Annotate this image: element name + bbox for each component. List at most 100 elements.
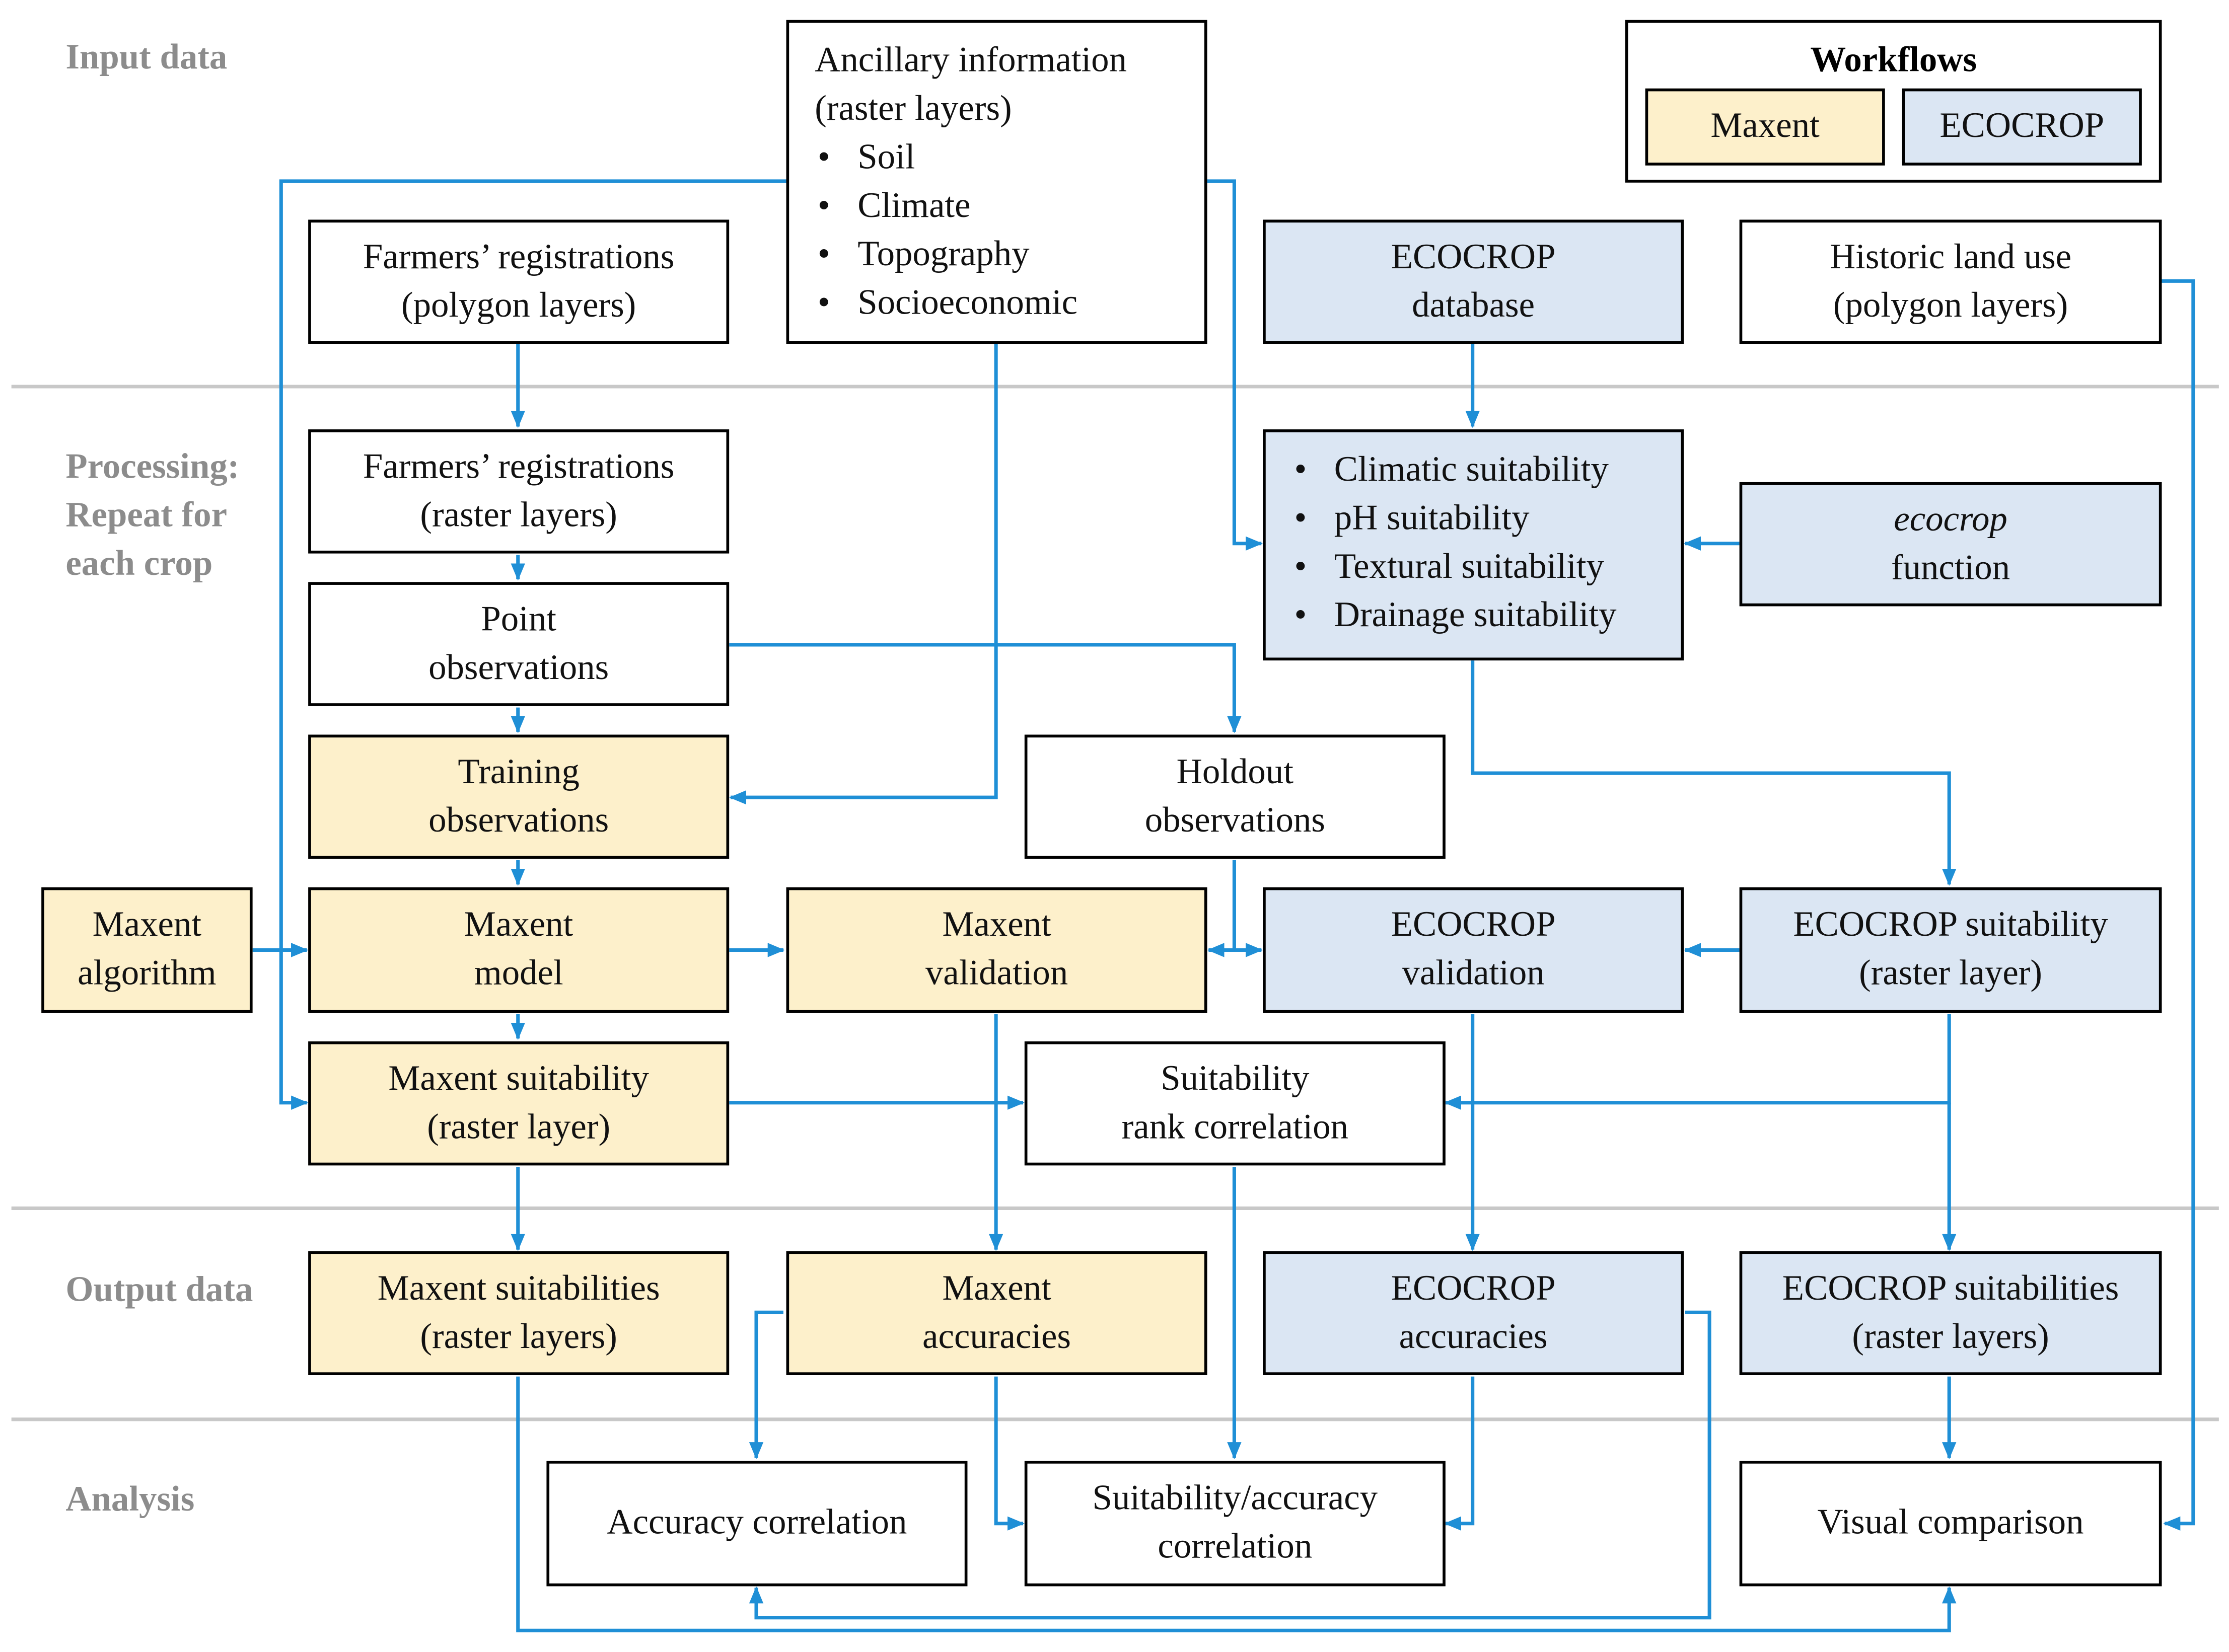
ancillary-item-socioeconomic: Socioeconomic: [815, 279, 1077, 328]
node-maxent-accuracies: Maxent accuracies: [786, 1251, 1207, 1375]
arrow-maxent-acc-to-suit-acc-corr: [994, 1376, 1025, 1531]
section-label-processing-line2: Repeat for: [65, 496, 228, 535]
node-ecocrop-suitabilities-output: ECOCROP suitabilities (raster layers): [1739, 1251, 2162, 1375]
node-maxent-suitability-raster: Maxent suitability (raster layer): [308, 1041, 730, 1166]
node-ecocrop-suitability-raster: ECOCROP suitability (raster layer): [1739, 887, 2162, 1013]
node-point-observations: Point observations: [308, 582, 730, 706]
arrow-holdout-to-maxent-validation: [1207, 860, 1236, 957]
node-line: ECOCROP suitabilities: [1782, 1268, 2119, 1308]
node-accuracy-correlation: Accuracy correlation: [546, 1461, 968, 1587]
suitability-item-drainage: Drainage suitability: [1291, 592, 1616, 640]
node-line: Training: [458, 752, 580, 791]
node-line: ECOCROP: [1391, 906, 1556, 945]
node-farmers-registrations-raster: Farmers’ registrations (raster layers): [308, 429, 730, 554]
node-line: ECOCROP suitability: [1793, 906, 2108, 945]
node-historic-land-use: Historic land use (polygon layers): [1739, 219, 2162, 344]
legend-title: Workflows: [1810, 41, 1977, 80]
arrow-maxent-acc-to-accuracy-corr: [749, 1310, 783, 1460]
node-visual-comparison: Visual comparison: [1739, 1461, 2162, 1587]
node-line: Historic land use: [1829, 237, 2072, 276]
node-ecocrop-accuracies: ECOCROP accuracies: [1263, 1251, 1684, 1375]
node-line: Farmers’ registrations: [363, 237, 675, 276]
node-line: Maxent: [942, 1268, 1051, 1308]
node-maxent-algorithm: Maxent algorithm: [41, 887, 253, 1013]
arrow-point-to-holdout: [729, 643, 1242, 733]
node-line: (raster layer): [427, 1107, 611, 1147]
section-label-processing-line1: Processing:: [65, 447, 240, 487]
node-farmers-registrations-polygon: Farmers’ registrations (polygon layers): [308, 219, 730, 344]
node-line: Maxent suitability: [388, 1059, 649, 1098]
ancillary-heading-line1: Ancillary information: [815, 41, 1127, 80]
node-line: Suitability: [1161, 1059, 1310, 1098]
node-line: (polygon layers): [1833, 286, 2068, 325]
node-line: accuracies: [1399, 1317, 1548, 1356]
legend-ecocrop-chip: ECOCROP: [1902, 88, 2142, 166]
arrow-list-to-ecocrop-suitability: [1471, 660, 1957, 886]
node-line: database: [1412, 286, 1535, 325]
node-ecocrop-validation: ECOCROP validation: [1263, 887, 1684, 1013]
node-line: (raster layer): [1859, 954, 2042, 993]
arrow-maxent-suits-to-visual: [516, 1376, 1957, 1632]
node-ecocrop-function: ecocrop function: [1739, 482, 2162, 607]
section-label-processing: Processing: Repeat for each crop: [65, 443, 239, 589]
node-ecocrop-database: ECOCROP database: [1263, 219, 1684, 344]
node-line: function: [1891, 548, 2010, 587]
arrow-ecocrop-acc-to-suit-acc-corr: [1444, 1376, 1475, 1531]
node-line: Farmers’ registrations: [363, 447, 675, 486]
node-line: Maxent: [464, 906, 573, 945]
node-line: validation: [925, 954, 1068, 993]
ancillary-list: Soil Climate Topography Socioeconomic: [815, 134, 1077, 328]
node-maxent-suitabilities-output: Maxent suitabilities (raster layers): [308, 1251, 730, 1375]
node-line: (raster layers): [420, 495, 617, 535]
node-line: observations: [428, 801, 609, 840]
node-suitability-list: Climatic suitability pH suitability Text…: [1263, 429, 1684, 661]
suitability-list: Climatic suitability pH suitability Text…: [1291, 446, 1617, 640]
node-line: correlation: [1158, 1528, 1313, 1566]
node-line: Accuracy correlation: [607, 1504, 907, 1542]
suitability-item-textural: Textural suitability: [1291, 544, 1617, 592]
suitability-item-climatic: Climatic suitability: [1291, 446, 1617, 495]
section-label-input: Input data: [65, 38, 228, 78]
node-line: model: [474, 954, 563, 993]
node-suitability-rank-correlation: Suitability rank correlation: [1024, 1041, 1446, 1166]
workflows-legend: Workflows Maxent ECOCROP: [1625, 20, 2162, 183]
node-line: (polygon layers): [401, 286, 636, 325]
ancillary-item-topography: Topography: [815, 231, 1077, 279]
legend-maxent-chip: Maxent: [1645, 88, 1885, 166]
arrow-ancillary-to-suitability-list: [1207, 179, 1263, 551]
node-suitability-accuracy-correlation: Suitability/accuracy correlation: [1024, 1461, 1446, 1587]
node-training-observations: Training observations: [308, 734, 730, 859]
node-line: observations: [428, 648, 609, 687]
node-line: Visual comparison: [1817, 1504, 2084, 1542]
arrow-ecocrop-suitability-to-rank-corr: [1444, 1014, 1951, 1110]
section-dividers: [11, 385, 2219, 1421]
ancillary-item-climate: Climate: [815, 183, 1077, 231]
node-line: ecocrop: [1894, 500, 2007, 539]
node-line: validation: [1402, 954, 1545, 993]
node-line: algorithm: [78, 954, 217, 993]
arrow-ancillary-to-maxent-suitability: [279, 950, 309, 1110]
section-label-output: Output data: [65, 1271, 253, 1310]
node-maxent-model: Maxent model: [308, 887, 730, 1013]
ancillary-heading-line2: (raster layers): [815, 90, 1012, 129]
node-line: Suitability/accuracy: [1092, 1479, 1378, 1518]
node-ancillary-information: Ancillary information (raster layers) So…: [786, 20, 1207, 344]
node-line: Holdout: [1176, 752, 1293, 791]
section-label-processing-line3: each crop: [65, 545, 213, 584]
node-line: (raster layers): [420, 1317, 617, 1356]
arrow-ecocrop-acc-to-accuracy-corr: [749, 1310, 1711, 1620]
node-line: Maxent: [942, 906, 1051, 945]
arrows: [252, 179, 2195, 1632]
node-line: ECOCROP: [1391, 237, 1556, 276]
ancillary-item-soil: Soil: [815, 134, 1077, 182]
section-label-analysis: Analysis: [65, 1480, 195, 1520]
node-line: rank correlation: [1121, 1107, 1349, 1147]
node-line: Maxent suitabilities: [377, 1268, 660, 1308]
node-line: ECOCROP: [1391, 1268, 1556, 1308]
suitability-item-ph: pH suitability: [1291, 495, 1617, 543]
node-holdout-observations: Holdout observations: [1024, 734, 1446, 859]
node-line: accuracies: [922, 1317, 1071, 1356]
node-line: Point: [481, 599, 556, 639]
